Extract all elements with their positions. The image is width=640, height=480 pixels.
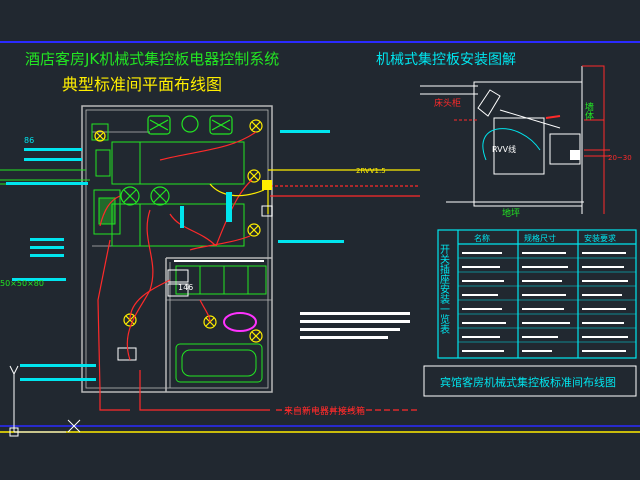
footer-title: 宾馆客房机械式集控板标准间布线图 [440, 375, 616, 389]
wall-label: 墙体 [583, 101, 594, 121]
rvv-bs-label: 2RVV1.5 [356, 167, 386, 175]
footer-title-frame [423, 365, 637, 397]
fresh-source-label: 来自新电器井接线箱 [284, 405, 365, 417]
toilet [223, 312, 257, 332]
red-wiring [97, 131, 420, 411]
dim-label: 20~30 [608, 154, 632, 162]
legend-col-req: 安装要求 [584, 233, 616, 243]
bed-upper [95, 141, 245, 185]
bed-lower [111, 203, 245, 247]
round-table [181, 115, 199, 133]
legend-table-rows [458, 257, 636, 343]
ucs-axis-icon [9, 365, 81, 437]
desk-chair-icons [120, 186, 170, 206]
title-line2: 典型标准间平面布线图 [62, 75, 222, 94]
green-leaders [0, 169, 90, 185]
white-annotation-bars [174, 260, 410, 339]
box-86-label: 86 [24, 136, 34, 145]
tv-cabinet [91, 123, 121, 235]
headboard-label: 床头柜 [434, 97, 461, 109]
junction-box-white [261, 205, 273, 217]
dims-label: 50×50×80 [0, 279, 44, 288]
junction-box-yellow [262, 180, 272, 190]
install-diagram [420, 65, 610, 214]
box-146-label: 146 [178, 283, 193, 292]
title-line1: 酒店客房JK机械式集控板电器控制系统 [25, 50, 279, 68]
bathroom-vanity [175, 265, 267, 295]
legend-col-name: 名称 [474, 233, 490, 243]
armchair-right [209, 115, 233, 135]
install-title: 机械式集控板安装图解 [376, 51, 516, 68]
bathtub [175, 343, 263, 383]
legend-col-spec: 规格尺寸 [524, 233, 556, 243]
legend-cell-bars [462, 252, 628, 352]
legend-side-title: 开关插座安装一览表 [438, 244, 450, 335]
rvv-line-label: RVV线 [492, 144, 516, 154]
legend-table-frame [437, 229, 637, 359]
floor-label: 地坪 [502, 207, 520, 219]
cyan-annotation-bars-left [6, 148, 96, 381]
cyan-annotation-bars-right [180, 130, 344, 243]
armchair-left [147, 115, 171, 135]
